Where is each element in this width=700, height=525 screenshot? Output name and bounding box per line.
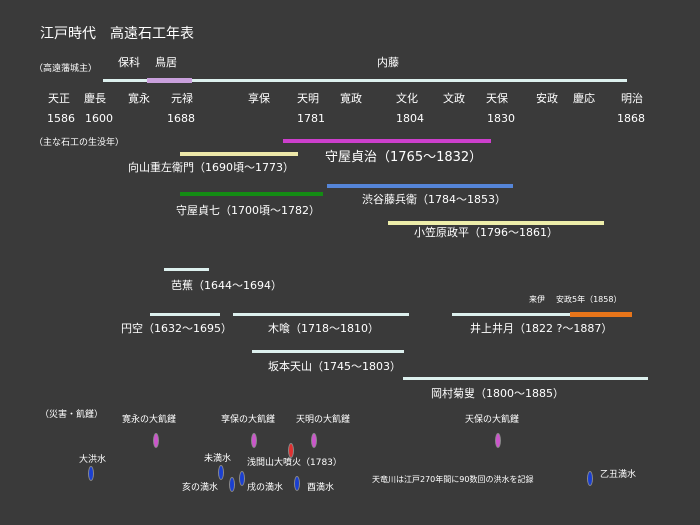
mokujiki-lifespan-bar (233, 313, 409, 316)
tenmei-famine-marker (311, 433, 317, 448)
year-label: 1804 (396, 112, 424, 125)
era-label: 慶長 (84, 92, 106, 105)
era-label: 寛政 (340, 92, 362, 105)
lord-hoshina-label: 保科 (118, 56, 140, 69)
tori-flood-label: 酉満水 (307, 483, 335, 493)
era-label: 天正 (48, 92, 70, 105)
year-label: 1600 (85, 112, 113, 125)
moriya-teishichi-label: 守屋貞七（1700頃〜1782） (176, 204, 320, 217)
tenpo-famine-marker (495, 433, 501, 448)
inu-flood-label: 戌の満水 (247, 483, 284, 493)
asama-eruption-marker (288, 443, 294, 458)
i-flood-marker (229, 477, 235, 492)
inoue-label: 井上井月（1822 ?〜1887） (470, 322, 613, 335)
era-label: 寛永 (128, 92, 150, 105)
i-flood-label: 亥の満水 (182, 483, 219, 493)
inu-flood-marker (239, 471, 245, 486)
inoue-lifespan-bar (452, 313, 571, 316)
kanei-famine-label: 寛永の大飢饉 (122, 415, 177, 425)
page-title: 江戸時代 高遠石工年表 (40, 26, 194, 42)
tori-flood-marker (294, 476, 300, 491)
sakamoto-lifespan-bar (252, 350, 404, 353)
big-flood-label: 大洪水 (79, 455, 107, 465)
year-label: 1586 (47, 112, 75, 125)
shibuya-lifespan-bar (327, 184, 513, 188)
tenryu-flood-note: 天竜川は江戸270年間に90数回の洪水を記録 (372, 475, 534, 484)
year-label: 1688 (167, 112, 195, 125)
era-label: 文化 (396, 92, 418, 105)
kyoho-famine-marker (251, 433, 257, 448)
lord-naito-label: 内藤 (377, 56, 399, 69)
okamura-label: 岡村菊叟（1800〜1885） (431, 387, 564, 400)
kinoto-flood-label: 乙丑満水 (600, 470, 637, 480)
moriya-teiji-label: 守屋貞治（1765〜1832） (325, 150, 483, 165)
kinoto-flood-marker (587, 471, 593, 486)
era-label: 元禄 (171, 92, 193, 105)
asama-eruption-label: 浅間山大噴火（1783） (247, 458, 342, 468)
mukaiyama-lifespan-bar (180, 152, 298, 156)
inoue-arrival-note: 来伊 (529, 295, 545, 304)
hitsuji-flood-marker (218, 465, 224, 480)
lord-torii-label: 鳥居 (155, 56, 177, 69)
mukaiyama-label: 向山重左衛門（1690頃〜1773） (128, 161, 294, 174)
era-label: 明治 (621, 92, 643, 105)
basho-lifespan-bar (164, 268, 209, 271)
tenmei-famine-label: 天明の大飢饉 (296, 415, 351, 425)
masons-section-label: （主な石工の生没年） (34, 138, 125, 148)
inoue-ansei-note: 安政5年（1858） (556, 295, 622, 304)
enku-label: 円空（1632〜1695） (121, 322, 232, 335)
ogasawara-label: 小笠原政平（1796〜1861） (414, 226, 558, 239)
era-label: 天明 (297, 92, 319, 105)
moriya-teishichi-lifespan-bar (180, 192, 323, 196)
era-label: 文政 (443, 92, 465, 105)
era-label: 享保 (248, 92, 270, 105)
moriya-teiji-lifespan-bar (283, 139, 491, 143)
kanei-famine-marker (153, 433, 159, 448)
tenpo-famine-label: 天保の大飢饉 (465, 415, 520, 425)
big-flood-marker (88, 466, 94, 481)
year-label: 1868 (617, 112, 645, 125)
ogasawara-lifespan-bar (388, 221, 604, 225)
lords-section-label: （高遠藩城主） (34, 64, 98, 74)
year-label: 1781 (297, 112, 325, 125)
shibuya-label: 渋谷藤兵衛（1784〜1853） (362, 193, 506, 206)
era-label: 安政 (536, 92, 558, 105)
sakamoto-label: 坂本天山（1745〜1803） (268, 360, 401, 373)
basho-label: 芭蕉（1644〜1694） (171, 279, 282, 292)
disasters-section-label: （災害・飢饉） (40, 410, 104, 420)
hitsuji-flood-label: 未満水 (204, 454, 232, 464)
mokujiki-label: 木喰（1718〜1810） (268, 322, 379, 335)
kyoho-famine-label: 享保の大飢饉 (221, 415, 276, 425)
torii-period-bar (147, 78, 192, 83)
year-label: 1830 (487, 112, 515, 125)
inoue-ina-period-bar (570, 312, 632, 317)
enku-lifespan-bar (150, 313, 220, 316)
era-label: 慶応 (573, 92, 595, 105)
era-label: 天保 (486, 92, 508, 105)
edo-timeline-bar (103, 79, 627, 82)
okamura-lifespan-bar (403, 377, 648, 380)
